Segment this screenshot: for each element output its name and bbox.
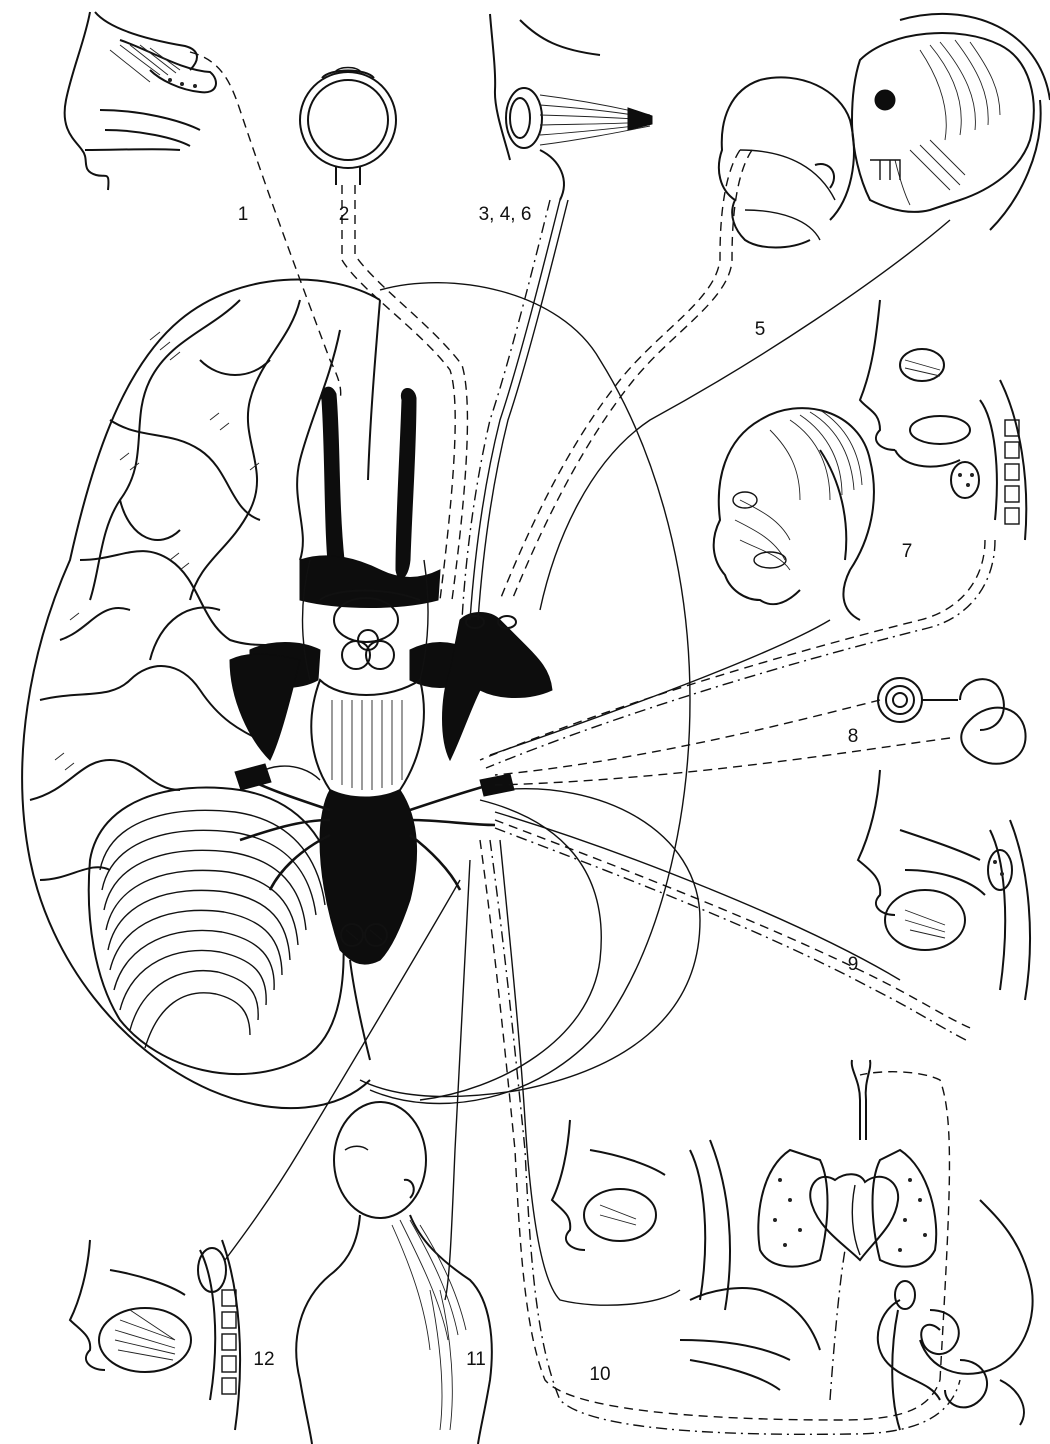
pathway-accessory [445,860,470,1300]
label-nerve-2: 2 [339,204,350,225]
neck-shoulder-target [296,1102,492,1444]
label-nerve-7: 7 [902,541,913,562]
head-sagittal-upper-target [860,300,1026,540]
label-nerve-1: 1 [238,204,249,225]
brain-inferior-view [22,280,700,1109]
facial-muscles-target [714,408,874,620]
eyeball-optic-target [300,68,396,186]
pharynx-tongue-target [858,770,1030,1000]
label-nerve-8: 8 [848,726,859,747]
longitudinal-fissure [368,300,380,480]
olfactory-tracts [300,387,440,607]
pathway-olfactory [190,52,341,400]
nose-olfactory-target [65,12,216,190]
orbit-extraocular-target [490,14,652,200]
cerebellum [89,766,344,1074]
trigeminal-face-target [719,14,1050,248]
left-gyri [30,300,340,880]
pathway-trigeminal [500,150,740,600]
inner-ear-target [878,678,1026,764]
brainstem [311,680,424,1060]
pathway-vagus [480,840,940,1420]
tongue-hypoglossal-target [70,1240,240,1430]
label-nerve-11: 11 [466,1349,486,1370]
vagus-targets [552,1060,1033,1430]
label-nerve-12: 12 [253,1349,274,1370]
label-nerves-3-4-6: 3, 4, 6 [479,204,532,225]
pathway-facial [480,540,985,760]
label-nerve-10: 10 [589,1364,610,1385]
label-nerve-5: 5 [755,319,766,340]
label-nerve-9: 9 [848,954,859,975]
pathway-glossopharyngeal [495,820,975,1030]
